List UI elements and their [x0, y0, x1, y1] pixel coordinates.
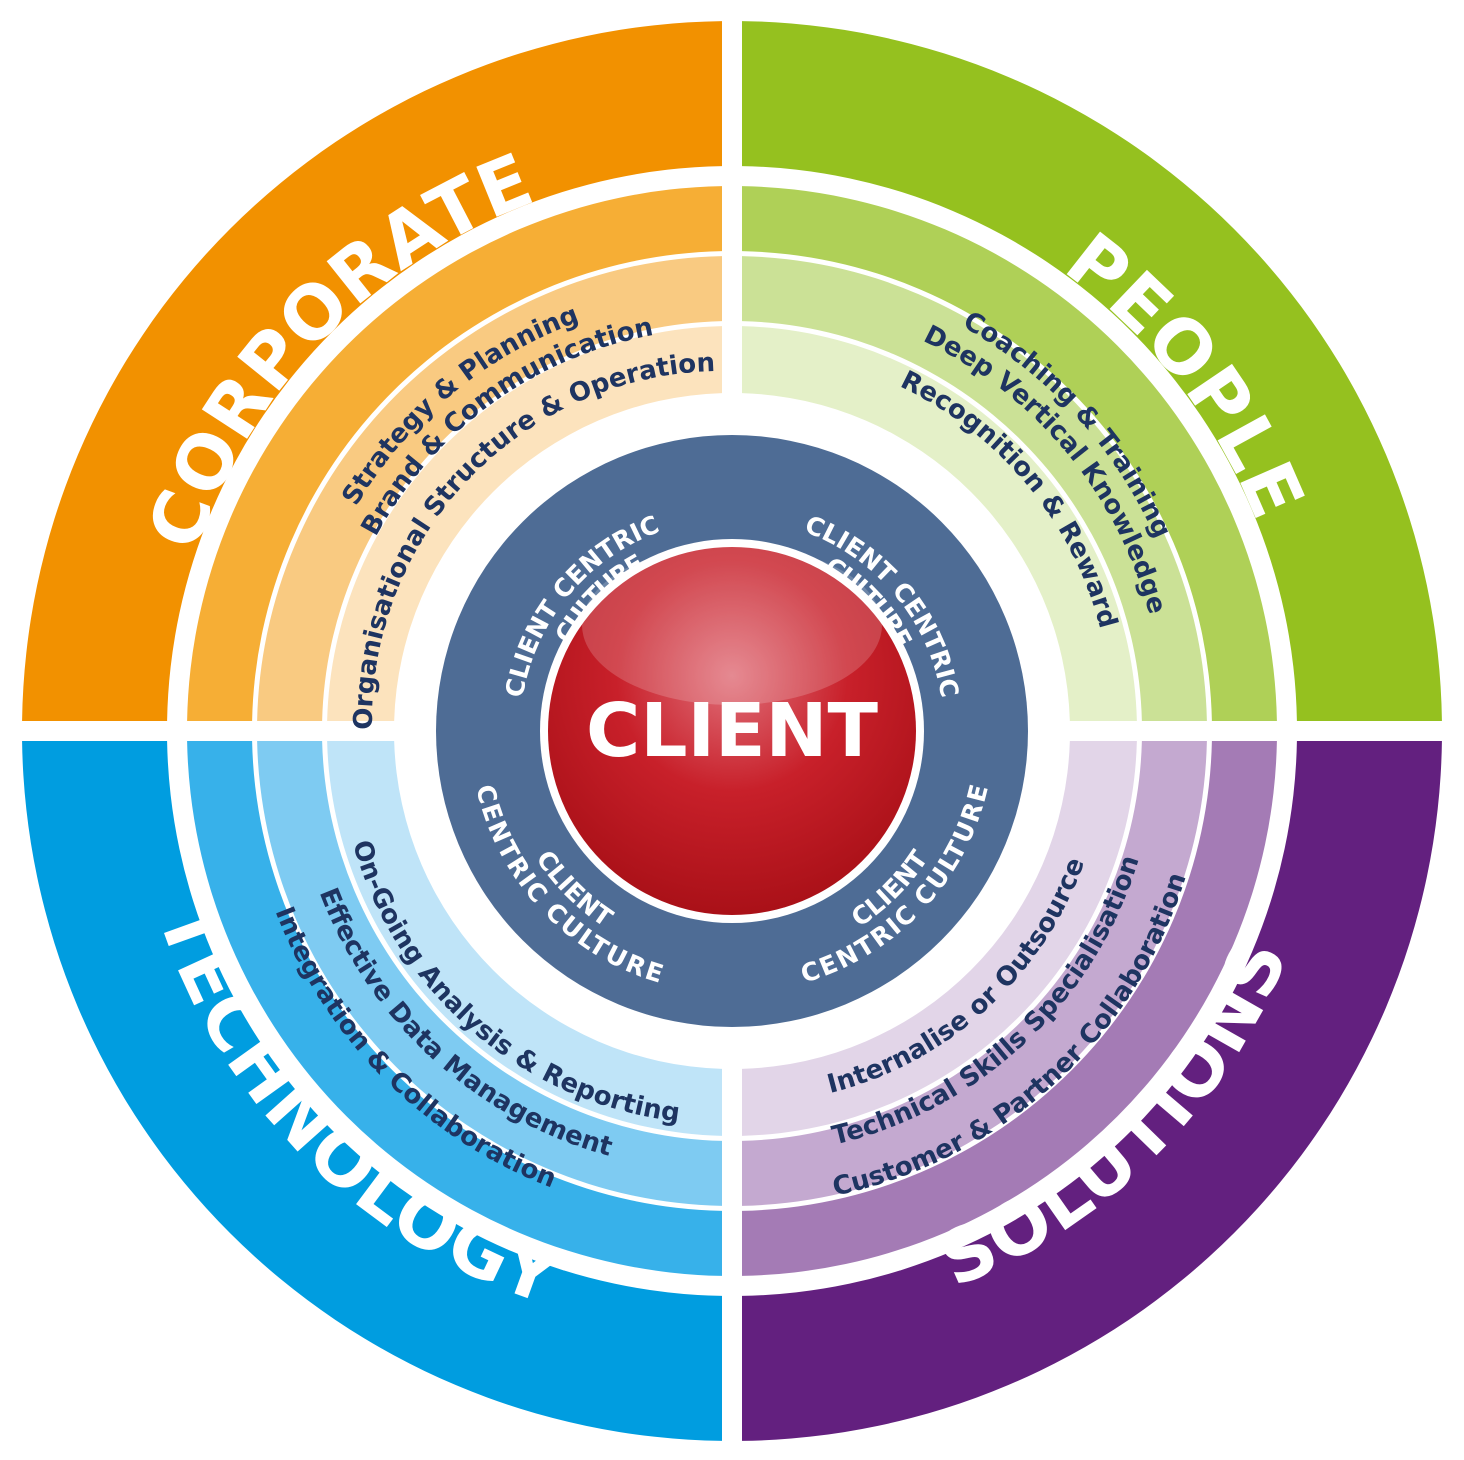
client-disc-highlight	[582, 545, 882, 705]
quadrant-people	[742, 21, 1442, 722]
people-ring-2	[742, 256, 1207, 721]
solutions-ring-3	[742, 741, 1137, 1136]
corporate-ring-1	[187, 186, 723, 722]
solutions-ring-2	[742, 741, 1207, 1206]
client-disc	[548, 547, 916, 915]
people-ring-3	[742, 326, 1137, 721]
client-label: CLIENT	[586, 688, 878, 774]
technology-outer-wedge	[22, 741, 722, 1441]
quadrant-corporate	[22, 21, 723, 722]
people-ring-1	[742, 186, 1277, 722]
people-outer-wedge	[742, 21, 1442, 721]
quadrant-solutions	[742, 741, 1442, 1441]
solutions-outer-wedge	[742, 741, 1442, 1441]
corporate-outer-wedge	[22, 21, 722, 721]
corporate-ring-3	[327, 326, 722, 721]
technology-ring-3	[327, 741, 722, 1136]
technology-ring-2	[257, 741, 722, 1206]
client-button: CLIENT	[540, 539, 924, 923]
solutions-ring-1	[742, 741, 1277, 1276]
corporate-ring-2	[257, 256, 722, 721]
technology-ring-1	[187, 741, 723, 1276]
quadrant-technology	[22, 741, 723, 1441]
